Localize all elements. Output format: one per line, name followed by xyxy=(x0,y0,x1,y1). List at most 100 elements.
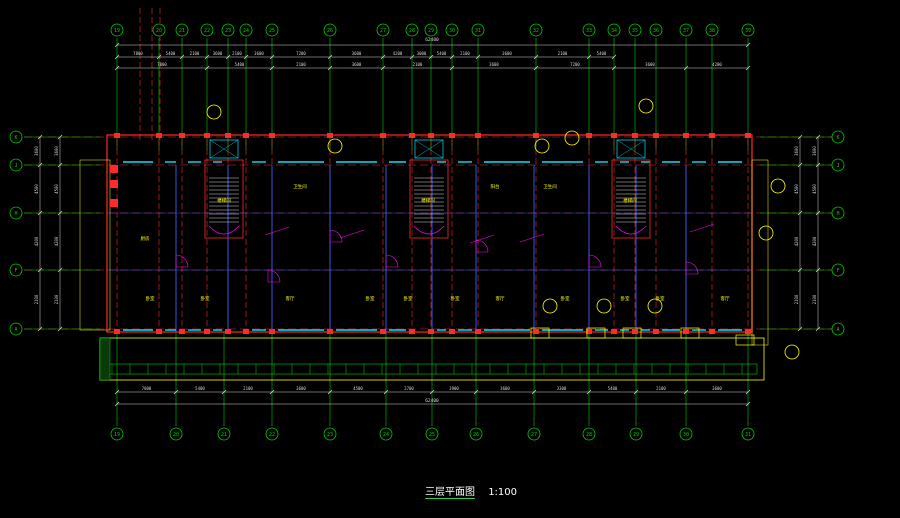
detail-callout xyxy=(647,298,663,314)
dim-top-row-label: 2100 xyxy=(558,51,568,56)
axis-bubble-bottom-label: 31 xyxy=(745,432,751,438)
dim-top-row2-label: 3600 xyxy=(645,62,655,67)
dim-top-row-label: 3600 xyxy=(502,51,512,56)
room-label-bedroom: 卧室 xyxy=(201,295,210,302)
overall-dim-label: 62400 xyxy=(425,398,439,404)
dim-right-inner-tick xyxy=(797,326,803,332)
lift-cross xyxy=(414,139,444,159)
axis-bubble-top xyxy=(323,23,337,37)
column xyxy=(533,133,539,138)
dim-top-row-label: 2100 xyxy=(190,51,200,56)
detail-callout xyxy=(770,178,786,194)
axis-bubble-top-label: 37 xyxy=(683,28,689,34)
room-label-bedroom: 卧室 xyxy=(146,295,155,302)
axis-bubble-left-label: F xyxy=(14,268,17,274)
axis-bubble-right-label: F xyxy=(836,268,839,274)
dim-right-tick xyxy=(815,326,821,332)
axis-bubble-top xyxy=(741,23,755,37)
column xyxy=(653,133,659,138)
axis-bubble-top xyxy=(679,23,693,37)
door-swing xyxy=(267,269,281,283)
dim-top-row-tick xyxy=(611,54,617,60)
detail-callout xyxy=(206,104,222,120)
axis-bubble-bottom xyxy=(379,427,393,441)
dim-top-row2-label: 2100 xyxy=(413,62,423,67)
axis-bubble-top-label: 27 xyxy=(380,28,386,34)
stair-enclosure xyxy=(611,159,651,239)
dim-top-row2-tick xyxy=(449,65,455,71)
lift-shaft xyxy=(414,139,444,159)
room-label-toilet: 卫生间 xyxy=(293,183,307,190)
dim-left-inner-label: 4500 xyxy=(54,184,59,194)
dim-bottom-row-tick xyxy=(531,389,537,395)
axis-bubble-top-label: 29 xyxy=(428,28,434,34)
dim-top-row2-label: 2100 xyxy=(296,62,306,67)
dim-top-row2-tick xyxy=(327,65,333,71)
dim-top-row-label: 7800 xyxy=(133,51,143,56)
dim-right-inner-label: 3600 xyxy=(794,146,799,156)
room-marker xyxy=(519,233,545,243)
axis-bubble-right xyxy=(831,322,845,336)
dim-top-row-tick xyxy=(114,54,120,60)
axis-bubble-left xyxy=(9,322,23,336)
axis-bubble-left-label: H xyxy=(14,211,17,217)
dim-top-row-tick xyxy=(327,54,333,60)
dim-left-label: 4500 xyxy=(34,184,39,194)
column xyxy=(709,133,715,138)
axis-bubble-left xyxy=(9,206,23,220)
dim-top-row-label: 3600 xyxy=(213,51,223,56)
axis-bubble-top xyxy=(175,23,189,37)
dim-bottom-row-tick xyxy=(327,389,333,395)
column xyxy=(409,133,415,138)
detail-callout xyxy=(638,98,654,114)
detail-callout xyxy=(564,130,580,146)
dim-left-inner-tick xyxy=(57,162,63,168)
stair-core xyxy=(204,139,244,239)
detail-callout xyxy=(758,225,774,241)
column xyxy=(653,329,659,334)
dim-top-row-tick xyxy=(586,54,592,60)
dim-left-tick xyxy=(37,326,43,332)
axis-bubble-top xyxy=(628,23,642,37)
overall-dim-top-tick xyxy=(745,42,751,48)
room-marker xyxy=(264,226,290,236)
dim-bottom-row-label: 3900 xyxy=(449,386,459,391)
dim-right-inner-label: 4500 xyxy=(794,184,799,194)
dim-bottom-row-label: 3600 xyxy=(296,386,306,391)
ac-unit xyxy=(680,327,700,339)
column xyxy=(243,133,249,138)
column xyxy=(475,329,481,334)
dim-left-tick xyxy=(37,162,43,168)
axis-bubble-bottom xyxy=(527,427,541,441)
axis-bubble-top xyxy=(265,23,279,37)
axis-bubble-bottom xyxy=(110,427,124,441)
dim-top-row2-tick xyxy=(204,65,210,71)
axis-bubble-top-label: 25 xyxy=(269,28,275,34)
door-swing xyxy=(385,254,399,268)
dim-right-inner-tick xyxy=(797,210,803,216)
column xyxy=(586,329,592,334)
dim-top-row2-tick xyxy=(745,65,751,71)
axis-bubble-top xyxy=(376,23,390,37)
column xyxy=(632,133,638,138)
dim-left-inner-tick xyxy=(57,326,63,332)
dim-right-inner-tick xyxy=(797,267,803,273)
axis-bubble-top-label: 23 xyxy=(225,28,231,34)
axis-bubble-bottom-label: 30 xyxy=(683,432,689,438)
axis-bubble-top-label: 35 xyxy=(632,28,638,34)
axis-bubble-top-label: 19 xyxy=(114,28,120,34)
dim-top-row-tick xyxy=(409,54,415,60)
room-label-toilet: 卫生间 xyxy=(543,183,557,190)
dim-right-inner-tick xyxy=(797,134,803,140)
dim-bottom-row-label: 2100 xyxy=(243,386,253,391)
dim-left-inner-label: 2100 xyxy=(54,294,59,304)
axis-bubble-left-label: K xyxy=(14,135,17,141)
dim-right-inner-label: 4200 xyxy=(794,236,799,246)
axis-bubble-left-label: A xyxy=(14,327,17,333)
room-label-stair: 楼梯间 xyxy=(421,197,435,204)
dim-left-inner-tick xyxy=(57,267,63,273)
column xyxy=(409,329,415,334)
column xyxy=(475,133,481,138)
